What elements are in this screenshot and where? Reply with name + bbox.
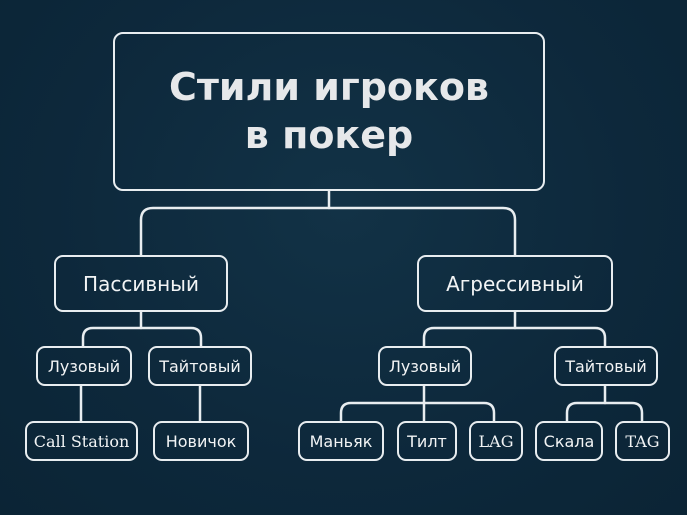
node-passive: Пассивный <box>54 255 228 312</box>
node-passive-tight-label: Тайтовый <box>159 356 241 376</box>
node-rock-label: Скала <box>543 431 595 451</box>
node-lag-label: LAG <box>478 431 514 451</box>
node-passive-label: Пассивный <box>83 271 199 296</box>
node-novice: Новичок <box>153 421 249 461</box>
node-tilt: Тилт <box>397 421 457 461</box>
node-rock: Скала <box>535 421 603 461</box>
connector-passive-bar <box>81 326 203 348</box>
node-maniac-label: Маньяк <box>309 431 373 451</box>
node-tag-label: TAG <box>625 431 660 451</box>
node-aggressive: Агрессивный <box>417 255 613 312</box>
title-line-1: Стили игроков <box>169 65 489 109</box>
node-passive-loose-label: Лузовый <box>47 356 121 376</box>
node-call-station-label: Call Station <box>33 431 130 451</box>
node-aggressive-loose: Лузовый <box>378 346 472 386</box>
connector-aggressive-bar <box>422 326 607 348</box>
node-call-station: Call Station <box>25 421 138 461</box>
node-aggressive-loose-label: Лузовый <box>388 356 462 376</box>
node-lag: LAG <box>469 421 523 461</box>
node-aggressive-label: Агрессивный <box>446 271 584 296</box>
node-passive-loose: Лузовый <box>36 346 132 386</box>
title-node: Стили игроков в покер <box>113 32 545 191</box>
node-maniac: Маньяк <box>298 421 384 461</box>
connector-aggressive-loose-bar <box>339 401 496 423</box>
connector-title-bar <box>139 206 517 257</box>
node-aggressive-tight: Тайтовый <box>554 346 658 386</box>
node-aggressive-tight-label: Тайтовый <box>565 356 647 376</box>
connector-aggressive-tight-bar <box>565 401 644 423</box>
node-tilt-label: Тилт <box>407 431 447 451</box>
title-line-2: в покер <box>244 112 414 157</box>
node-tag: TAG <box>615 421 670 461</box>
node-novice-label: Новичок <box>165 431 237 451</box>
node-passive-tight: Тайтовый <box>148 346 252 386</box>
